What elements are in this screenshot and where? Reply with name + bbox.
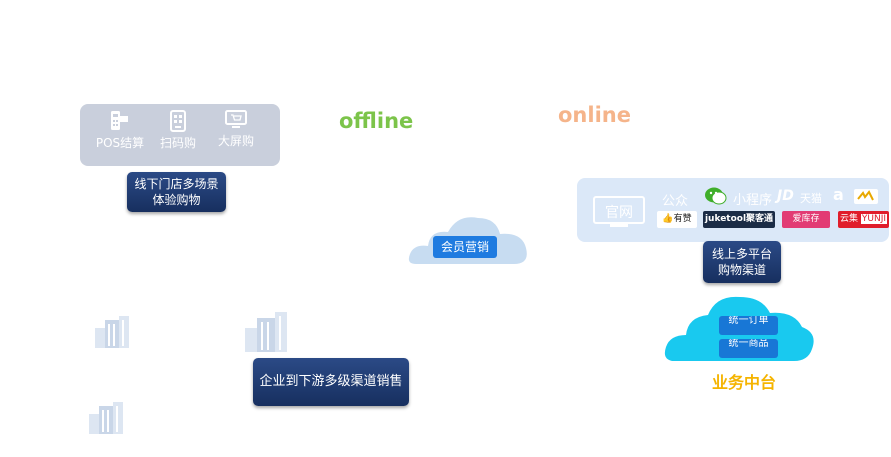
thumb-icon: 👍 (662, 214, 674, 224)
member-marketing-button[interactable]: 会员营销 (433, 236, 497, 258)
enterprise-channel-box: 企业到下游多级渠道销售 (253, 358, 409, 406)
youzan-label: 有赞 (673, 214, 692, 224)
building-icon (89, 402, 123, 434)
amazon-label: a (833, 185, 844, 204)
pos-terminal-icon (111, 111, 128, 130)
wechat-icon (705, 187, 727, 205)
online-channel-panel: 官网 公众 小程序 JD 天猫 a 👍有赞 juketool聚客通 爱库存 云集… (577, 178, 889, 242)
pos-item: POS结算 (90, 110, 150, 151)
offline-caption-box: 线下门店多场景 体验购物 (127, 172, 226, 212)
offline-channel-panel: POS结算 扫码购 大屏购 (80, 104, 280, 166)
aikucun-badge: 爱库存 (782, 211, 830, 228)
online-caption-line1: 线上多平台 (711, 247, 772, 261)
public-account-label: 公众 (662, 194, 689, 209)
yunji-badge: 云集 YUNJI (838, 211, 889, 228)
shop-badge-icon (854, 189, 878, 204)
bigscreen-item: 大屏购 (206, 110, 266, 149)
miniprogram-label: 小程序 (733, 193, 773, 208)
unified-goods-button[interactable]: 统一商品 (719, 339, 778, 358)
scan-item: 扫码购 (148, 110, 208, 151)
juketool-badge: juketool聚客通 (703, 211, 775, 228)
online-title: online (558, 103, 631, 127)
youzan-badge: 👍有赞 (657, 211, 697, 228)
unified-order-button[interactable]: 统一订单 (719, 316, 778, 335)
middle-platform-title: 业务中台 (712, 373, 777, 392)
jd-label: JD (777, 188, 794, 204)
website-label: 官网 (605, 205, 633, 221)
scan-label: 扫码购 (159, 136, 196, 150)
offline-title: offline (339, 109, 414, 133)
online-caption-line2: 购物渠道 (717, 263, 766, 277)
monitor-cart-icon (225, 110, 247, 128)
offline-caption-line2: 体验购物 (152, 193, 201, 207)
offline-caption-line1: 线下门店多场景 (134, 177, 219, 191)
tmall-label: 天猫 (800, 192, 822, 205)
yunji-label: 云集 (839, 214, 858, 224)
yunji-en-label: YUNJI (860, 214, 888, 224)
building-icon (95, 316, 129, 348)
website-monitor-icon (593, 196, 645, 227)
online-caption-box: 线上多平台 购物渠道 (703, 241, 781, 283)
scan-phone-icon (170, 110, 186, 132)
building-icon (245, 312, 287, 352)
pos-label: POS结算 (95, 136, 145, 150)
bigscreen-label: 大屏购 (217, 134, 254, 148)
